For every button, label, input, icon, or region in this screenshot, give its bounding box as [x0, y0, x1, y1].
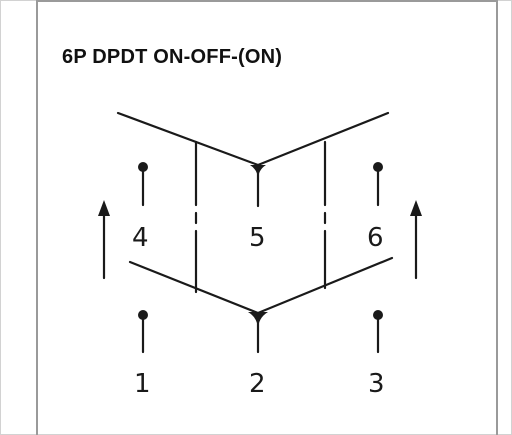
pin-dot-1: [138, 310, 148, 320]
lower-junction-cusp: [248, 312, 268, 330]
pin-label-3: 3: [368, 369, 385, 399]
left-arrow-head: [98, 200, 110, 216]
upper-contact-bar: [116, 111, 390, 167]
pin-label-2: 2: [249, 369, 266, 399]
upper-junction-cusp: [250, 165, 266, 180]
right-arrow-head: [410, 200, 422, 216]
pin-label-1: 1: [134, 369, 151, 399]
pin-dot-6: [373, 162, 383, 172]
pin-dot-3: [373, 310, 383, 320]
lower-contact-bar: [128, 256, 394, 315]
pin-dot-4: [138, 162, 148, 172]
pin-label-4: 4: [132, 223, 149, 253]
pin-label-5: 5: [249, 223, 266, 253]
diagram-panel: [36, 0, 498, 435]
switch-title: 6P DPDT ON-OFF-(ON): [62, 46, 283, 68]
pin-label-6: 6: [367, 223, 384, 253]
